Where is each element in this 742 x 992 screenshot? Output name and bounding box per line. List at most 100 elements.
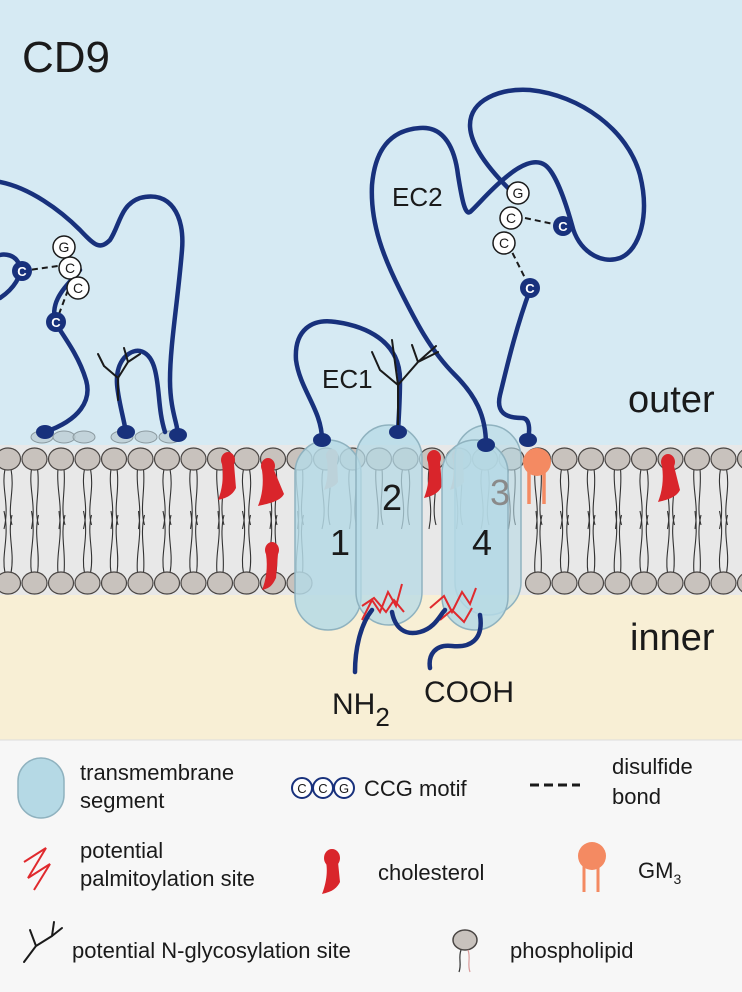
legend-disulfide-line2: bond <box>612 784 661 809</box>
phospholipid-head <box>710 447 737 471</box>
phospholipid-head <box>153 571 181 595</box>
phospholipid-head <box>153 447 181 471</box>
legend-phospholipid-head <box>452 929 478 951</box>
disulfide-bond-left-a <box>21 265 59 272</box>
phospholipid-head <box>710 571 737 595</box>
left-protein-loop-c <box>42 321 90 435</box>
cysteine-residue <box>12 261 32 281</box>
segment-label-1: 1 <box>330 522 350 563</box>
legend-phospholipid-tail-left <box>458 949 462 973</box>
segment-4 <box>441 439 509 631</box>
phospholipid-head <box>657 571 684 595</box>
cysteine-letter: C <box>17 264 27 279</box>
legend-phospholipid-label: phospholipid <box>510 938 634 963</box>
phospholipid-tail <box>162 510 166 574</box>
phospholipid-head <box>134 430 158 444</box>
phospholipid-tail <box>82 510 87 574</box>
legend-gm3-label: GM3 <box>638 858 681 887</box>
phospholipid-tail <box>189 510 193 574</box>
phospholipid-tail <box>82 468 87 530</box>
phospholipid-tail <box>3 468 7 530</box>
phospholipid-head <box>551 571 578 595</box>
phospholipid-tail <box>725 514 729 574</box>
motif-residue <box>66 276 90 300</box>
phospholipid-tail <box>613 510 618 574</box>
phospholipid-tail <box>427 468 432 530</box>
legend-cholesterol-icon <box>322 849 340 894</box>
legend-ccg-letter-3: G <box>339 781 349 796</box>
phospholipid-tail <box>62 514 66 574</box>
phospholipid-tail <box>30 510 34 574</box>
label-outer: outer <box>628 379 715 421</box>
segment-label-3: 3 <box>490 472 510 513</box>
cholesterol-body <box>258 470 284 506</box>
phospholipid-tail <box>693 510 697 574</box>
legend-ccg-circle-3 <box>333 777 355 799</box>
gm3-head <box>523 448 551 476</box>
phospholipid-head <box>604 571 631 595</box>
cholesterol <box>218 452 236 500</box>
phospholipid-head <box>604 447 631 471</box>
gm3-molecules <box>523 448 551 504</box>
cholesterol <box>658 454 680 502</box>
legend-ccg-icon: C C G <box>291 777 355 799</box>
label-ec2: EC2 <box>392 182 443 212</box>
phospholipid-head <box>180 447 207 471</box>
anchor-dot <box>477 438 495 452</box>
motif-residue <box>492 231 516 255</box>
legend-ccg-letter-1: C <box>297 781 306 796</box>
phospholipid-tail <box>195 514 199 574</box>
glycosylation-sites <box>97 339 439 426</box>
anchor-dot <box>36 425 54 439</box>
phospholipid-tail <box>592 514 596 574</box>
phospholipid-head <box>127 447 154 471</box>
segment-1 <box>294 439 362 631</box>
nh2-tail <box>352 607 375 675</box>
nh2-sub: 2 <box>375 702 389 732</box>
ec2-loop <box>369 87 647 448</box>
legend-gm3-icon <box>578 842 606 892</box>
legend-background <box>0 740 742 992</box>
phospholipid-head <box>630 571 658 595</box>
anchor-dot <box>389 425 407 439</box>
phospholipid-tail <box>559 510 564 574</box>
phospholipid-tail <box>89 514 93 574</box>
phospholipid-tail <box>718 468 723 530</box>
phospholipid-head <box>630 447 658 471</box>
phospholipid-head <box>524 571 552 595</box>
phospholipid-tail <box>618 514 623 574</box>
phospholipid-head <box>72 430 96 444</box>
diagram-title: CD9 <box>22 33 110 82</box>
palmitoylation-zigzag-3 <box>429 587 477 615</box>
phospholipid-tail <box>168 514 172 574</box>
cysteine-residue <box>553 216 573 236</box>
motif-residue <box>58 256 82 280</box>
gm3 <box>523 448 551 504</box>
phospholipid-head <box>127 571 154 595</box>
phospholipid-head <box>551 447 578 471</box>
phospholipid-head <box>47 447 75 471</box>
legend-glycosylation-label: potential N-glycosylation site <box>72 938 351 963</box>
phospholipid-tail <box>666 510 670 574</box>
motif-letter: C <box>73 280 83 296</box>
nh2-main: NH <box>332 688 375 721</box>
phospholipid-tail <box>698 514 702 574</box>
ec1-loop <box>293 319 403 443</box>
label-nh2: NH2 <box>332 688 390 732</box>
anchor-dot <box>169 428 187 442</box>
motif-residue <box>506 181 530 205</box>
phospholipid-tail <box>672 514 676 574</box>
label-cooh: COOH <box>424 676 514 709</box>
phospholipid-head <box>736 573 742 593</box>
phospholipid-tail <box>3 510 7 574</box>
label-inner: inner <box>630 617 715 659</box>
anchor-dot <box>117 425 135 439</box>
cholesterol <box>262 542 279 590</box>
phospholipid-tail <box>9 514 13 574</box>
legend-cholesterol-label: cholesterol <box>378 860 484 885</box>
cholesterol-body <box>424 462 442 498</box>
glycan-main <box>371 339 439 426</box>
cholesterol-body <box>658 466 680 502</box>
cholesterol <box>424 450 442 498</box>
